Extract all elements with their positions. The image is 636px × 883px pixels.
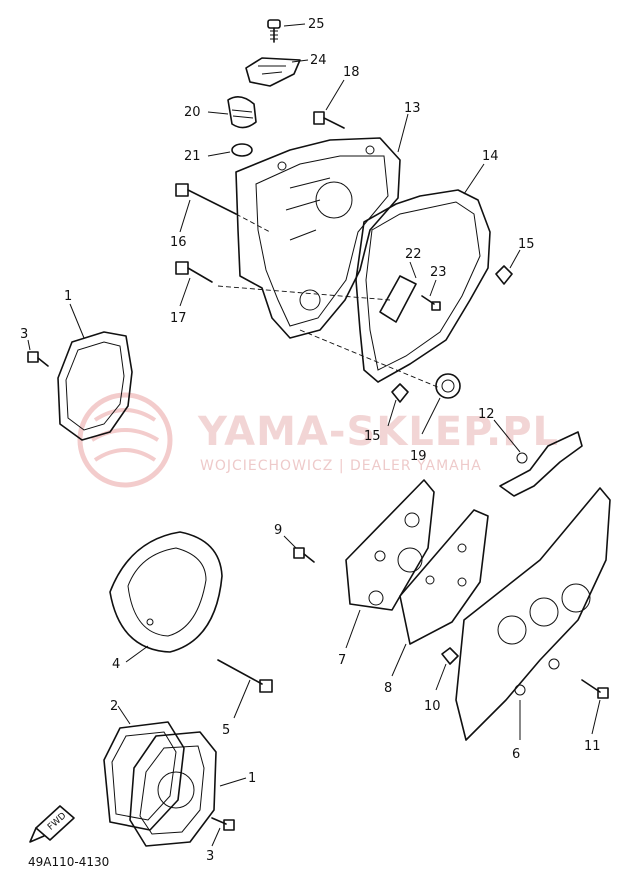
callout-19: 19 [410,449,427,464]
callout-22: 22 [405,247,422,262]
leader-18 [325,79,345,111]
watermark-title: YAMA-SKLEP.PL [197,409,559,455]
part-19-plug [435,373,461,399]
part-15-dowel-upper [495,265,513,285]
leader-9 [283,535,297,549]
leader-4 [125,645,149,663]
part-13-crankcase-cover [235,137,401,339]
leader-3-upper [27,339,31,351]
callout-11: 11 [584,739,601,754]
callout-3-lower: 3 [206,849,214,864]
alignment-lines [217,213,441,389]
callout-8: 8 [384,681,392,696]
leader-5 [233,679,251,719]
fwd-label: FWD [46,811,68,833]
callout-1-lower: 1 [248,771,256,786]
callout-24: 24 [310,53,327,68]
part-1-clutch-cover [129,731,217,847]
leader-1-lower [219,777,247,787]
callout-18: 18 [343,65,360,80]
callout-12: 12 [478,407,495,422]
callout-17: 17 [170,311,187,326]
part-9-screw [293,547,315,563]
watermark-logo [77,392,173,488]
watermark: YAMA-SKLEP.PL WOJCIECHOWICZ | DEALER YAM… [77,392,559,488]
part-3-screw-lower [211,817,235,831]
part-7-gasket-plate [345,479,435,611]
callout-4: 4 [112,657,120,672]
part-18-bolt [313,111,345,129]
callout-15-lower: 15 [364,429,381,444]
callout-1-upper: 1 [64,289,72,304]
part-25-screw [267,19,281,43]
callout-20: 20 [184,105,201,120]
leader-11 [591,699,601,735]
leader-12 [493,419,521,453]
part-16-long-bolt [175,183,237,215]
part-5-bolt [217,659,273,693]
part-6-sprocket-cover [455,487,611,741]
callout-2: 2 [110,699,118,714]
part-22-plate [379,275,417,323]
part-11-bolt [581,679,609,699]
part-23-screw [421,295,441,311]
leader-25 [283,23,306,27]
part-1-gasket-left [57,331,133,441]
leader-20 [207,111,229,115]
part-24-bracket [245,57,301,87]
leader-10 [435,663,447,691]
leader-8 [391,643,407,677]
callout-6: 6 [512,747,520,762]
leader-7 [345,609,361,649]
leader-23 [429,279,437,297]
leader-17 [179,277,191,307]
watermark-subtitle: WOJCIECHOWICZ | DEALER YAMAHA [200,458,482,474]
leader-13 [397,113,409,153]
callout-14: 14 [482,149,499,164]
leader-15-upper [509,249,521,269]
callout-25: 25 [308,17,325,32]
callout-21: 21 [184,149,201,164]
callout-10: 10 [424,699,441,714]
leader-15-lower [387,399,397,427]
callout-5: 5 [222,723,230,738]
part-21-o-ring [231,143,253,157]
callout-3-upper: 3 [20,327,28,342]
part-3-screw-upper [27,351,49,367]
callout-15-upper: 15 [518,237,535,252]
part-4-cover [109,531,223,653]
fwd-arrow-icon: FWD [29,805,75,843]
leader-16 [179,199,191,233]
diagram-code: 49A110-4130 [28,855,109,869]
leader-1-upper [69,303,85,339]
leader-3-lower [211,827,221,847]
callout-7: 7 [338,653,346,668]
part-14-gasket [355,189,491,383]
leader-19 [421,397,441,435]
callout-23: 23 [430,265,447,280]
part-12-bracket [499,431,583,497]
leader-2 [117,705,131,725]
callout-9: 9 [274,523,282,538]
part-15-dowel-lower [391,383,409,403]
leader-14 [463,163,485,195]
part-10-dowel [441,647,459,665]
callout-16: 16 [170,235,187,250]
part-17-bolt [175,261,213,283]
part-20-cap [227,96,257,129]
callout-13: 13 [404,101,421,116]
part-2-gasket [103,721,185,831]
leader-24 [291,59,309,63]
leader-21 [207,151,231,157]
part-8-plate [399,509,489,645]
leader-22 [409,261,417,279]
